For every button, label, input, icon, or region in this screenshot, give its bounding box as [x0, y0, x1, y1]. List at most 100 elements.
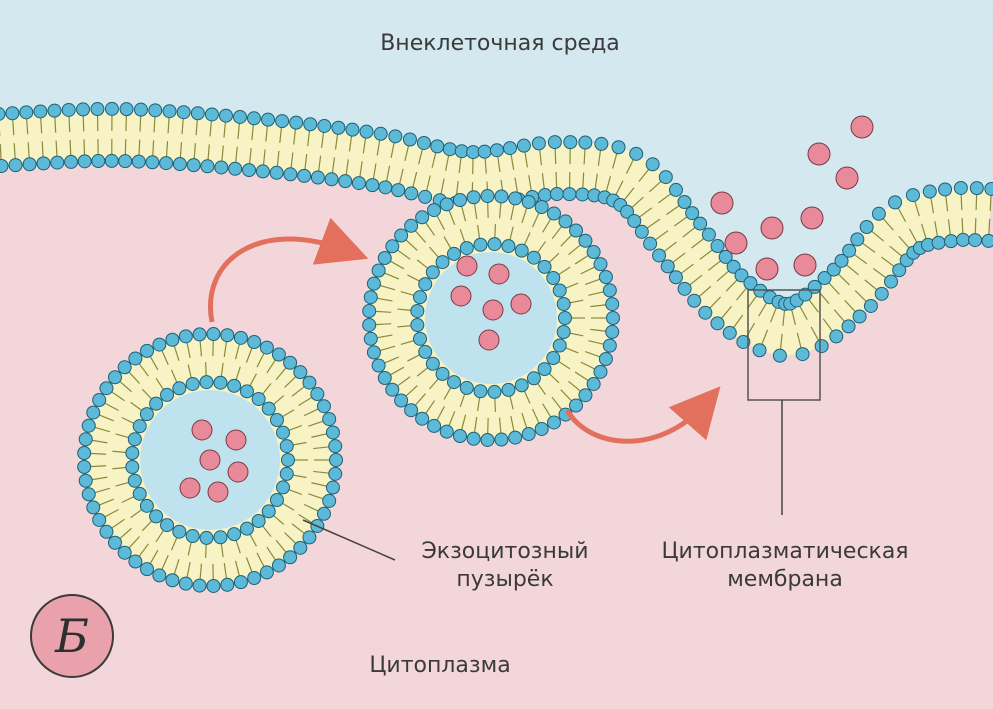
lipid-head	[218, 108, 233, 123]
lipid-tail	[345, 159, 349, 176]
lipid-tail	[889, 245, 903, 257]
lipid-tail	[649, 180, 662, 193]
lipid-tail	[313, 470, 330, 474]
lipid-head	[92, 393, 107, 408]
secreted-molecule	[724, 231, 748, 255]
lipid-tail	[523, 390, 531, 404]
lipid-head	[537, 259, 552, 274]
lipid-tail	[921, 223, 927, 240]
lipid-tail	[498, 202, 502, 219]
lipid-head	[521, 427, 536, 442]
lipid-head	[328, 466, 343, 481]
lipid-tail	[138, 362, 149, 377]
lipid-tail	[583, 148, 586, 165]
lipid-head	[459, 380, 474, 395]
lipid-tail	[707, 260, 722, 271]
lipid-tail	[418, 148, 424, 165]
cargo-molecule	[199, 449, 221, 471]
lipid-tail	[234, 560, 241, 577]
lipid-tail	[416, 259, 429, 270]
lipid-head	[233, 330, 248, 345]
lipid-head	[259, 340, 274, 355]
secreted-molecule	[800, 206, 824, 230]
lipid-head	[271, 558, 286, 573]
lipid-tail	[290, 152, 294, 169]
lipid-tail	[98, 414, 114, 422]
lipid-head	[969, 181, 984, 196]
exocytotic-vesicle-docked	[362, 189, 620, 447]
lipid-tail	[584, 278, 601, 285]
lipid-head	[439, 197, 454, 212]
lipid-tail	[542, 218, 552, 233]
lipid-tail	[245, 347, 253, 363]
lipid-tail	[235, 539, 241, 554]
lipid-head	[798, 287, 813, 302]
lipid-tail	[141, 388, 153, 400]
lipid-head	[427, 418, 442, 433]
vesicle-label-line1: Экзоцитозный	[421, 539, 589, 564]
lipid-tail	[445, 155, 450, 171]
lipid-tail	[897, 207, 907, 222]
lipid-head	[416, 135, 431, 150]
lipid-head	[734, 268, 749, 283]
lipid-head	[473, 384, 488, 399]
lipid-head	[594, 136, 609, 151]
lipid-tail	[187, 364, 192, 379]
membrane-label: Цитоплазматическая мембрана	[645, 538, 925, 594]
lipid-tail	[292, 441, 307, 446]
lipid-head	[578, 388, 593, 403]
lipid-head	[86, 500, 101, 515]
lipid-head	[537, 188, 552, 203]
lipid-head	[850, 232, 865, 247]
lipid-tail	[605, 176, 612, 192]
lipid-tail	[334, 133, 339, 150]
lipid-tail	[121, 495, 135, 504]
lipid-tail	[524, 151, 529, 168]
lipid-tail	[331, 157, 336, 174]
lipid-tail	[173, 345, 180, 361]
lipid-head	[378, 180, 393, 195]
lipid-tail	[565, 282, 579, 289]
lipid-tail	[112, 450, 127, 454]
cytoplasm-label: Цитоплазма	[369, 653, 511, 678]
lipid-tail	[83, 139, 86, 156]
vesicle-label-line2: пузырёк	[456, 567, 554, 592]
lipid-tail	[207, 144, 210, 161]
lipid-head	[331, 120, 346, 135]
lipid-head	[172, 381, 187, 396]
lipid-tail	[261, 383, 272, 395]
lipid-head	[81, 418, 96, 433]
secreted-molecule	[760, 216, 784, 240]
lipid-tail	[568, 244, 582, 256]
lipid-head	[549, 187, 564, 202]
lipid-tail	[672, 252, 686, 264]
lipid-head	[145, 155, 160, 170]
lipid-tail	[477, 224, 481, 239]
lipid-head	[829, 329, 844, 344]
lipid-head	[412, 331, 427, 346]
lipid-head	[593, 364, 608, 379]
lipid-head	[178, 329, 193, 344]
lipid-head	[452, 428, 467, 443]
lipid-tail	[548, 252, 560, 264]
lipid-head	[410, 318, 425, 333]
lipid-head	[439, 424, 454, 439]
lipid-head	[605, 324, 620, 339]
lipid-tail	[400, 339, 415, 346]
lipid-head	[365, 178, 380, 193]
lipid-head	[362, 304, 377, 319]
lipid-tail	[961, 217, 964, 234]
lipid-head	[271, 347, 286, 362]
lipid-tail	[298, 513, 313, 524]
lipid-tail	[682, 226, 696, 238]
lipid-head	[261, 401, 276, 416]
lipid-tail	[170, 537, 178, 551]
lipid-head	[634, 224, 649, 239]
lipid-head	[534, 200, 549, 215]
lipid-tail	[119, 527, 132, 540]
lipid-tail	[311, 433, 328, 438]
lipid-head	[289, 115, 304, 130]
extracellular-region	[0, 0, 993, 304]
lipid-tail	[458, 157, 462, 174]
lipid-head	[310, 170, 325, 185]
